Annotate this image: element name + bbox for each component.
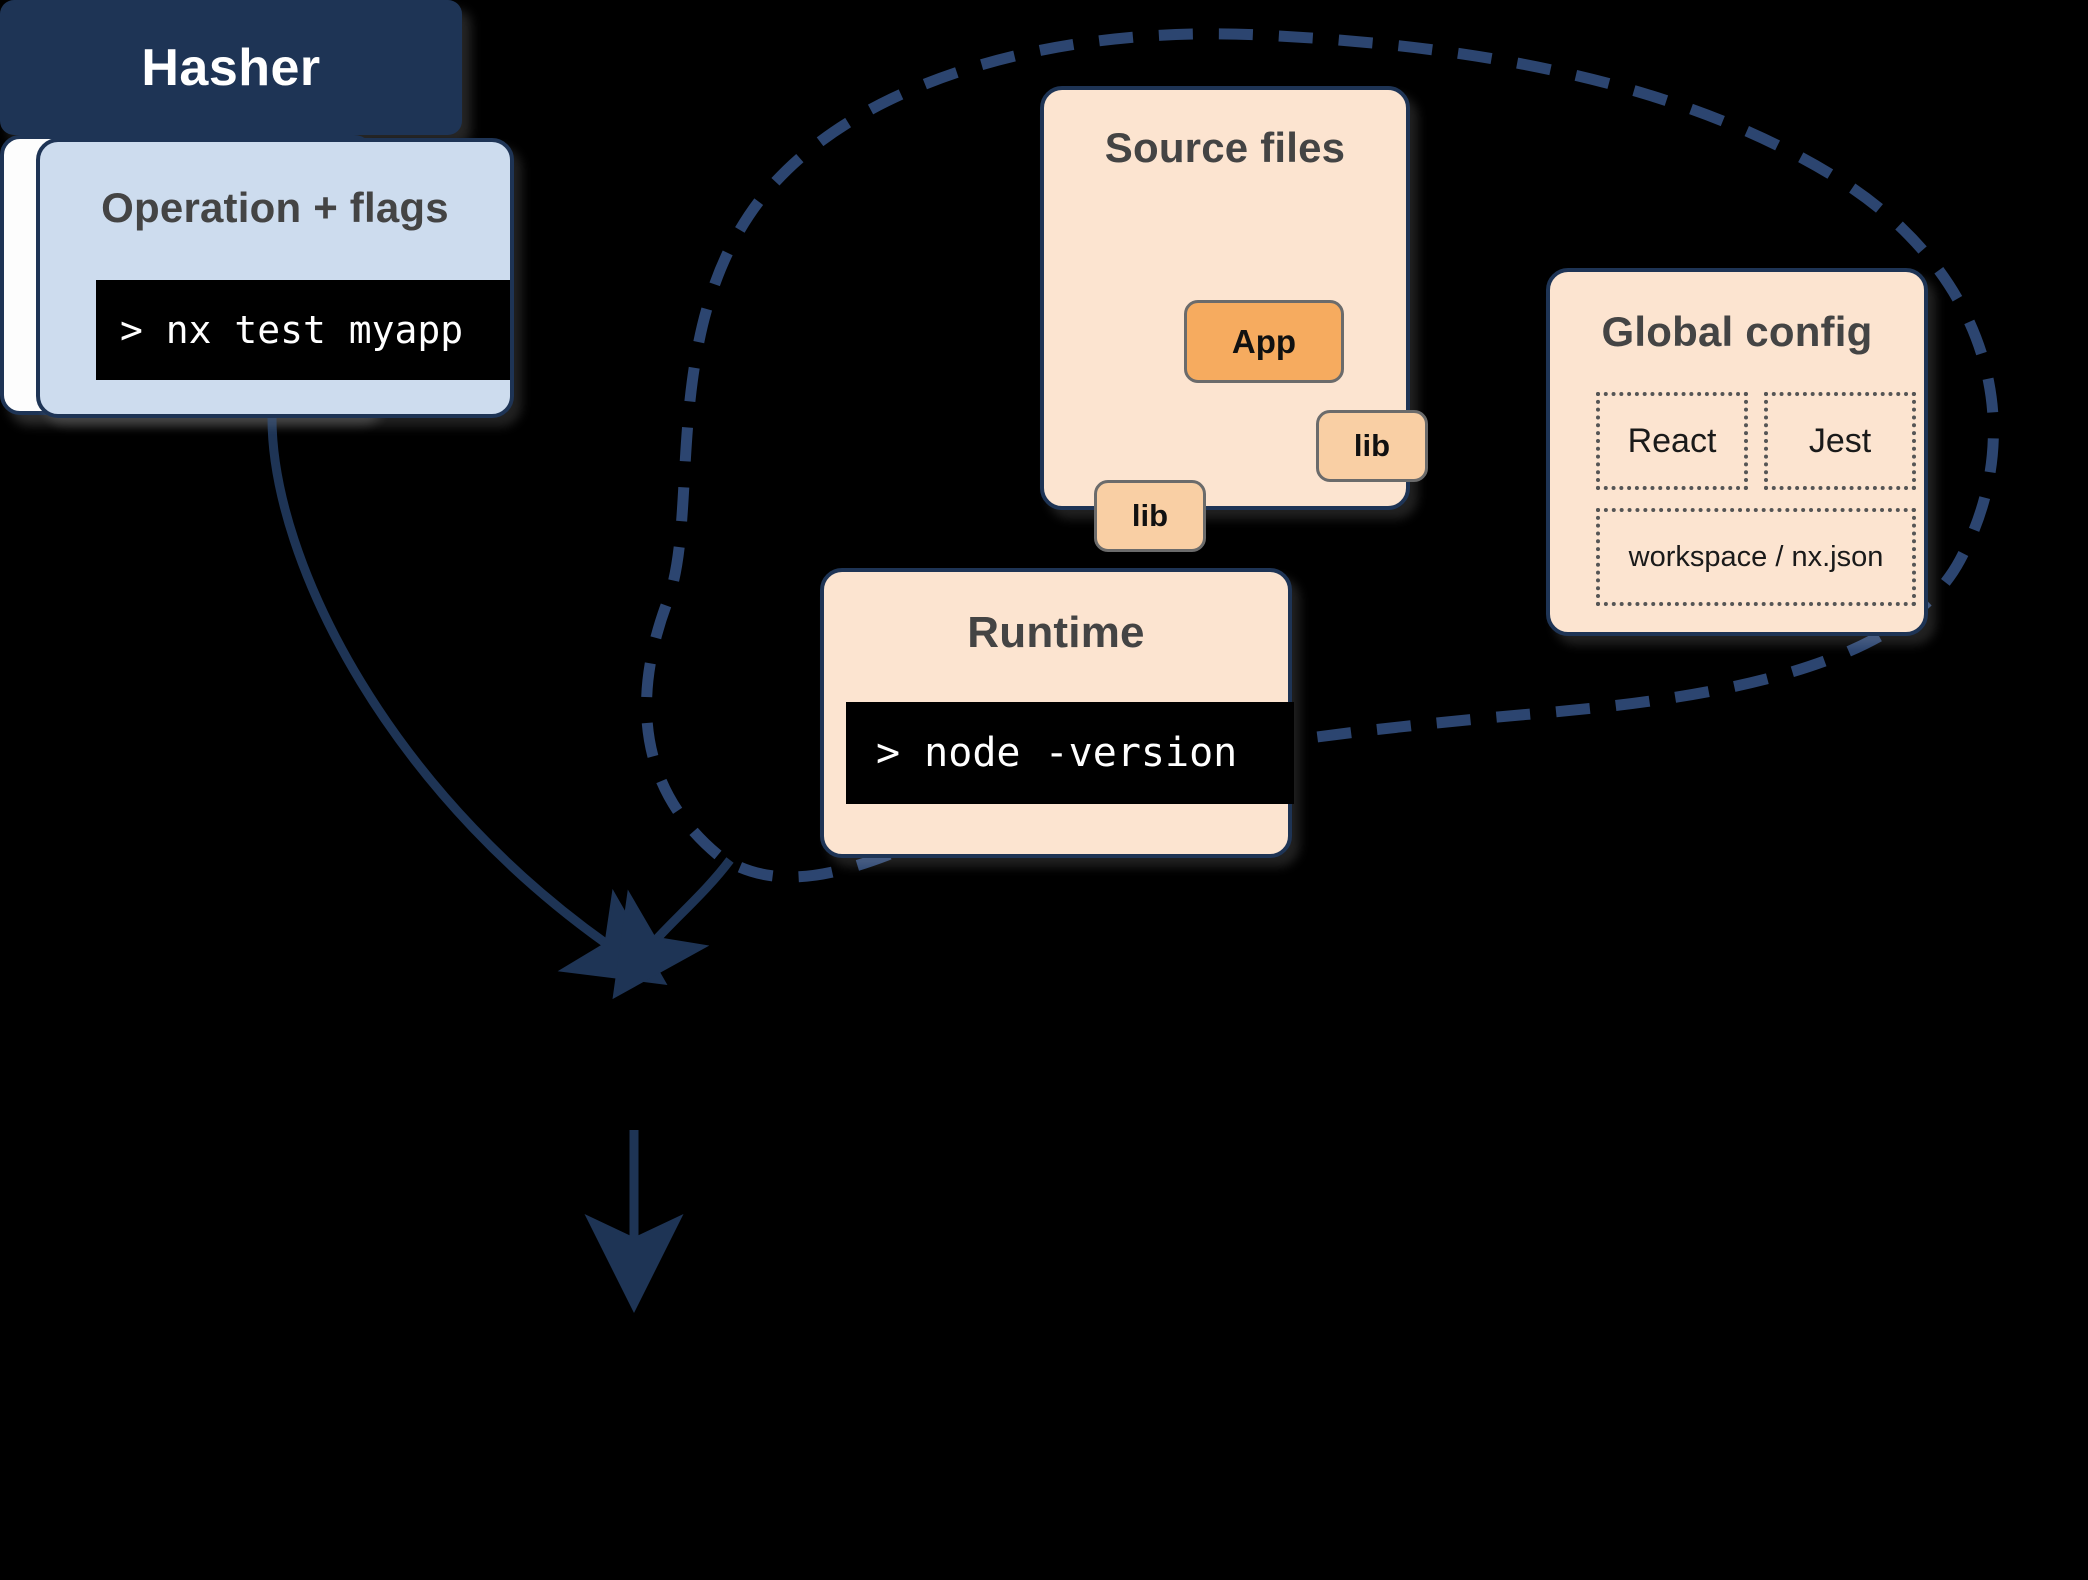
global-config-title: Global config: [1601, 308, 1873, 355]
source-files-card: Source files App lib lib: [1040, 86, 1428, 552]
operation-command-terminal: > nx test myapp: [96, 280, 510, 380]
source-node-lib-right: lib: [1316, 410, 1428, 482]
global-config-card: Global config React Jest workspace / nx.…: [1546, 268, 1928, 636]
source-node-lib-left: lib: [1094, 480, 1206, 552]
source-files-title: Source files: [1104, 124, 1346, 171]
hasher-label: Hasher: [141, 38, 321, 97]
global-config-item-react: React: [1596, 392, 1748, 490]
operation-flags-card: Operation + flags > nx test myapp: [36, 138, 514, 418]
edge-operation-to-hasher: [267, 417, 668, 985]
global-config-item-jest: Jest: [1764, 392, 1916, 490]
operation-flags-title: Operation + flags: [101, 184, 449, 231]
source-node-app: App: [1184, 300, 1344, 383]
runtime-title: Runtime: [967, 608, 1145, 657]
edge-inputs-to-hasher: [612, 857, 734, 1000]
runtime-card: Runtime > node -version: [820, 568, 1294, 858]
global-config-item-workspace: workspace / nx.json: [1596, 508, 1916, 606]
hasher-card: Hasher: [0, 0, 462, 135]
runtime-command-terminal: > node -version: [846, 702, 1294, 804]
